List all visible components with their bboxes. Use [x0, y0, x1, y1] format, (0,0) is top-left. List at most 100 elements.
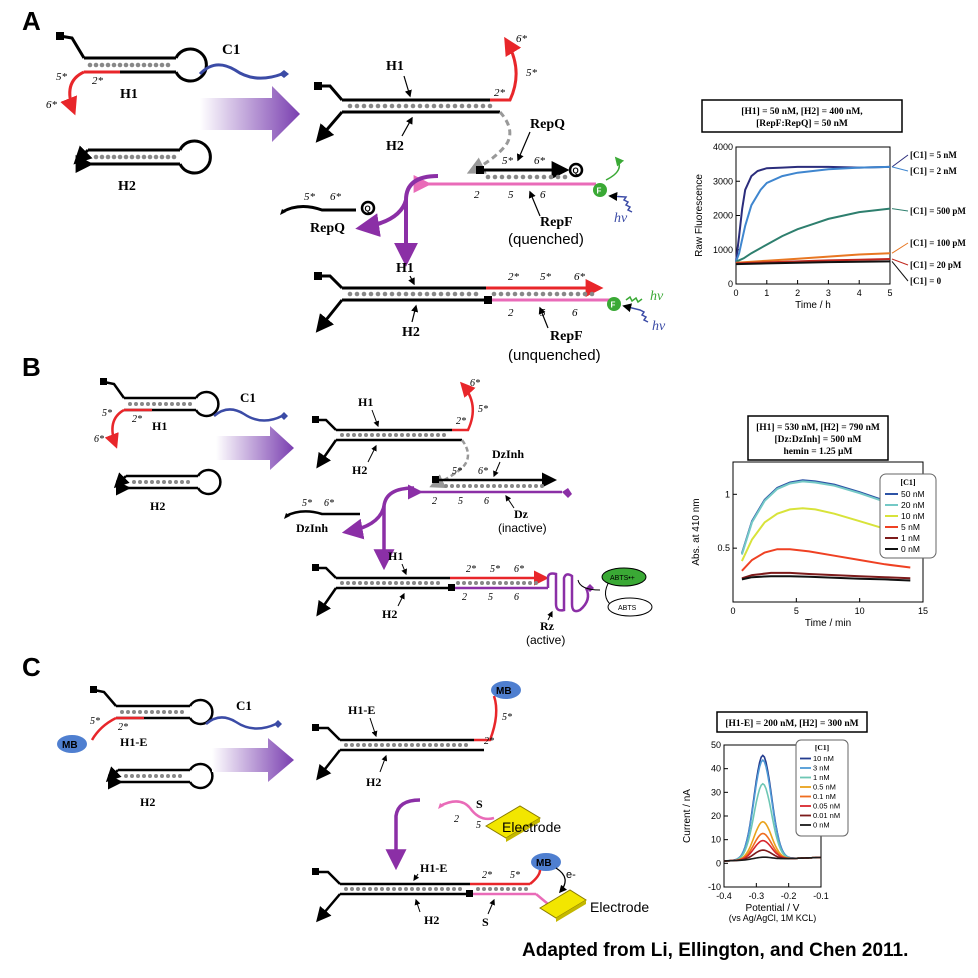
legend-label: [C1] = 0	[910, 276, 942, 286]
c1-label: C1	[236, 698, 252, 713]
y-tick-label: 10	[711, 835, 721, 845]
domain-5-label: 5*	[90, 716, 100, 727]
domain-6-label: 6	[572, 307, 578, 319]
x-tick-label: 1	[764, 288, 769, 298]
domain-2-label: 2*	[466, 564, 476, 575]
c1-strand: C1	[198, 42, 289, 80]
released-dzinh: 5* 6* DzInh	[284, 498, 360, 535]
legend-leader	[891, 242, 909, 254]
repf-label: RepF	[540, 215, 573, 230]
x-axis-label: Time / h	[795, 300, 831, 311]
chart-fluorescence: [H1] = 50 nM, [H2] = 400 nM, [RepF:RepQ] …	[694, 99, 966, 311]
quencher-label: Q	[365, 205, 371, 214]
series-line	[740, 480, 911, 555]
h2-label: H2	[382, 607, 397, 621]
legend-leader	[891, 208, 909, 212]
domain-5-label: 5*	[526, 67, 538, 79]
series-line	[735, 260, 891, 266]
panel-c: C MB 5* 2* H1-E H2 C1	[22, 652, 649, 929]
mb-label: MB	[496, 686, 512, 697]
legend-label: 1 nM	[813, 773, 830, 782]
quencher-label: Q	[573, 167, 579, 176]
electrode-label: Electrode	[502, 819, 561, 835]
y-tick-label: 0	[728, 279, 733, 289]
domain-5-label: 5	[508, 189, 514, 201]
c1-label: C1	[222, 42, 240, 58]
excitation-label: hv	[614, 211, 628, 226]
reaction-arrow	[212, 738, 294, 782]
legend-label: 0.05 nM	[813, 802, 840, 811]
y-axis-label: Current / nA	[682, 789, 693, 843]
domain-6-label: 6*	[516, 33, 528, 45]
dz-state: (inactive)	[498, 521, 547, 535]
domain-2-label: 2	[432, 496, 437, 507]
domain-6-label: 6*	[470, 378, 480, 389]
chart-title-line: [RepF:RepQ] = 50 nM	[756, 119, 848, 129]
abts-oxidized-label: ABTS•+	[610, 575, 635, 582]
chart-title-line: [Dz:DzInh] = 500 nM	[775, 435, 862, 445]
series-line	[741, 571, 911, 580]
chart-absorbance: [H1] = 530 nM, [H2] = 790 nM[Dz:DzInh] =…	[691, 415, 937, 629]
h1e-hairpin: MB 5* 2* H1-E	[57, 686, 214, 753]
domain-5-label: 5*	[102, 408, 112, 419]
x-tick-label: 5	[887, 288, 892, 298]
s-label: S	[476, 797, 483, 811]
x-tick-label: -0.2	[781, 891, 797, 901]
domain-5-label: 5*	[478, 404, 488, 415]
legend-label: [C1] = 20 pM	[910, 260, 962, 270]
domain-5-label: 5*	[540, 271, 552, 283]
dzinh-label: DzInh	[296, 521, 328, 535]
h2-label: H2	[424, 913, 439, 927]
domain-2-label: 2*	[132, 414, 142, 425]
domain-6-label: 6*	[330, 191, 342, 203]
panel-a: A 5* 2* 6* H1 H2 C1	[22, 6, 666, 364]
legend-leader	[891, 166, 909, 172]
domain-5-label: 5*	[502, 712, 512, 723]
x-tick-label: -0.4	[716, 891, 732, 901]
chart-voltammetry: [H1-E] = 200 nM, [H2] = 300 nM -0.4 -0.3 -0…	[682, 711, 868, 923]
mb-label: MB	[62, 740, 78, 751]
legend-label: 1 nM	[901, 533, 920, 543]
domain-2-label: 2*	[494, 87, 506, 99]
x-tick-label: -0.3	[749, 891, 765, 901]
legend-box	[795, 739, 849, 837]
reporter-complex: Q F hv RepQ 5* 6* 2 5 6 RepF (quenched)	[413, 117, 633, 248]
series-line	[741, 548, 911, 572]
fluorophore-label: F	[611, 301, 616, 310]
h1-label: H1	[396, 261, 414, 276]
domain-6-label: 6*	[46, 99, 58, 111]
h1-label: H1	[152, 419, 167, 433]
x-tick-label: 0	[730, 606, 735, 616]
chart-title-box	[716, 711, 868, 733]
excitation-label: hv	[652, 319, 666, 334]
h2-label: H2	[352, 463, 367, 477]
x-tick-label: 0	[733, 288, 738, 298]
y-tick-label: 50	[711, 740, 721, 750]
branch-arrow	[341, 486, 415, 571]
y-tick-label: 40	[711, 764, 721, 774]
domain-6-label: 6	[514, 592, 519, 603]
h2-hairpin: H2	[73, 139, 212, 194]
figure-caption: Adapted from Li, Ellington, and Chen 201…	[522, 940, 909, 961]
y-tick-label: 0.5	[717, 543, 730, 553]
chart-title-line: [H1-E] = 200 nM, [H2] = 300 nM	[725, 719, 858, 729]
panel-letter: A	[22, 6, 41, 36]
x-tick-label: 4	[857, 288, 862, 298]
repq-label: RepQ	[310, 221, 345, 236]
h2-label: H2	[402, 325, 420, 340]
h1e-h2-complex: MB H1-E H2 2* 5*	[312, 681, 521, 789]
y-tick-label: 0	[716, 858, 721, 868]
series-line	[735, 165, 891, 262]
series-line	[735, 207, 891, 263]
y-axis-label: Raw Fluorescence	[694, 174, 705, 257]
chart-title-line: [H1] = 50 nM, [H2] = 400 nM,	[741, 107, 863, 117]
repf-label: RepF	[550, 329, 583, 344]
series-line	[741, 575, 911, 582]
domain-2-label: 2*	[456, 416, 466, 427]
y-tick-label: -10	[708, 882, 721, 892]
panel-letter: C	[22, 652, 41, 682]
legend-label: [C1] = 2 nM	[910, 166, 957, 176]
y-tick-label: 2000	[713, 211, 733, 221]
h1-hairpin: 5* 2* 6* H1	[94, 378, 220, 449]
